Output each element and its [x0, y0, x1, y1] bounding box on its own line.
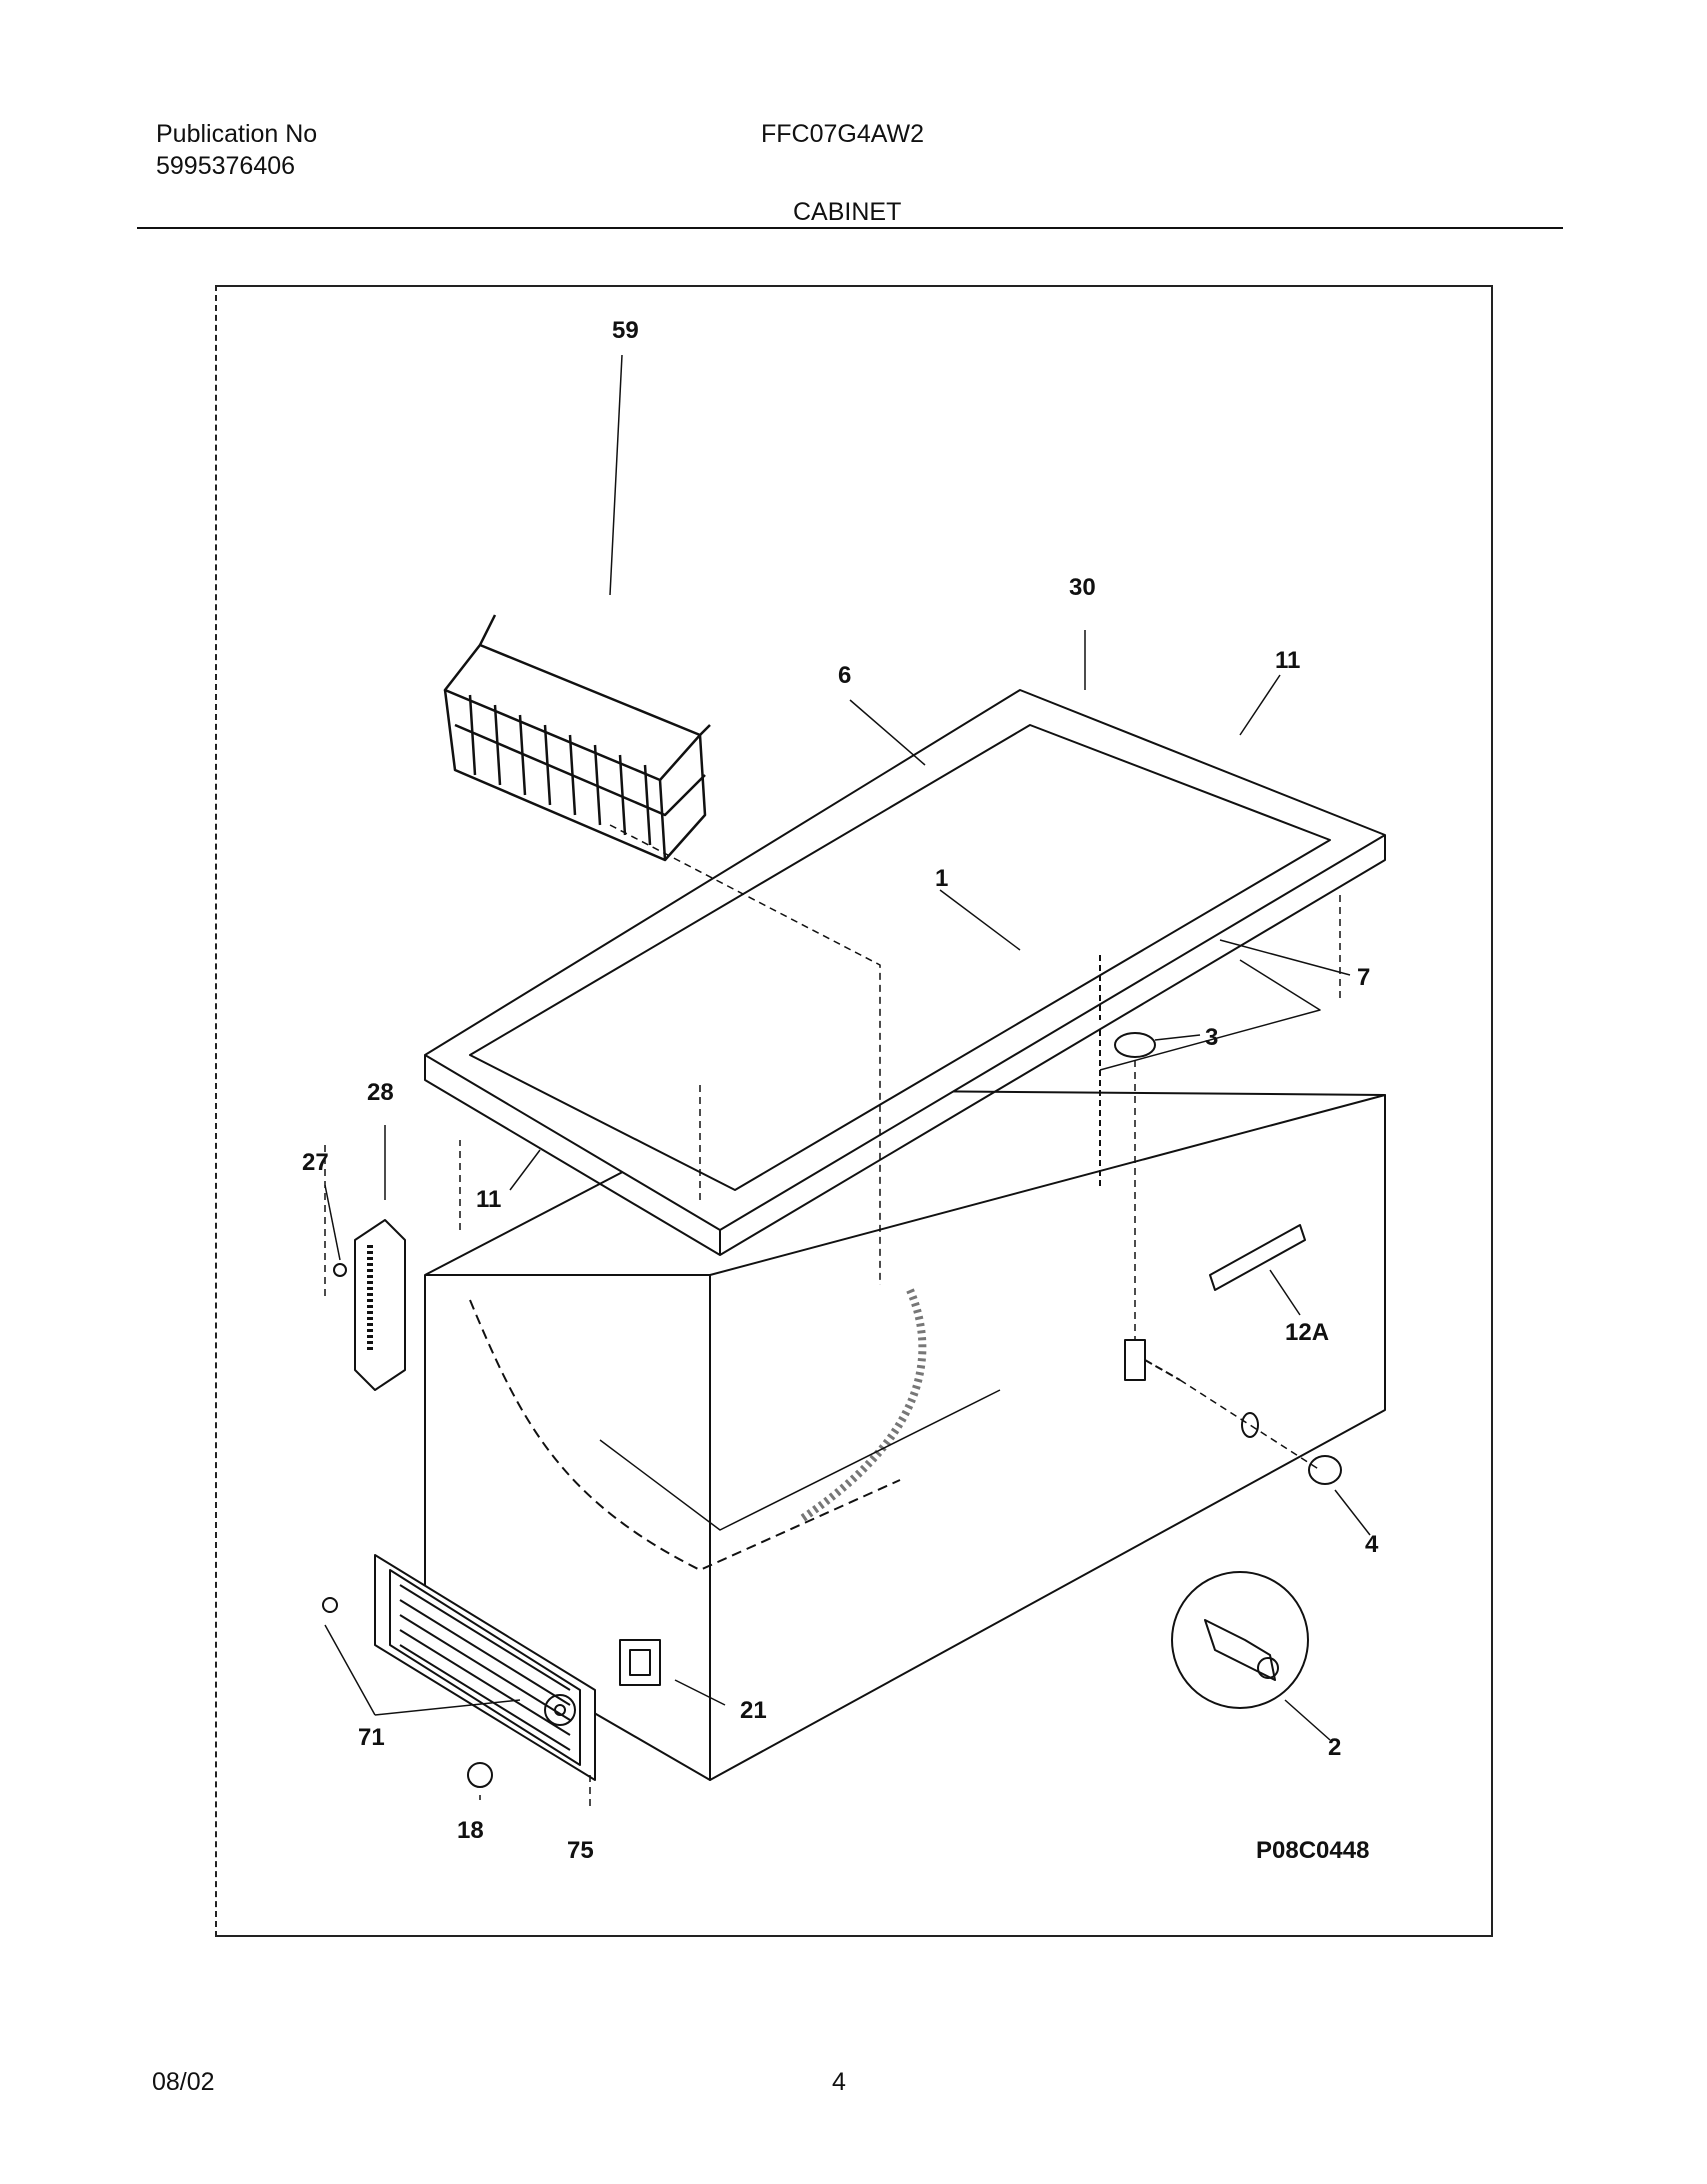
drain-assembly [1114, 1032, 1342, 1485]
callout-59: 59 [612, 317, 639, 344]
callout-11: 11 [476, 1186, 501, 1213]
figure-id: P08C0448 [1256, 1837, 1369, 1864]
leader-lines [324, 824, 1341, 1810]
publication-number: 5995376406 [156, 152, 296, 180]
page-number: 4 [832, 2068, 846, 2096]
callout-6: 6 [838, 662, 851, 689]
lid-gasket-frame [424, 689, 1386, 1256]
switch-part [619, 1639, 661, 1686]
storage-basket [443, 614, 711, 862]
drain-fitting-inset [1171, 1571, 1309, 1709]
callout-3: 3 [1205, 1024, 1218, 1051]
section-title: CABINET [793, 198, 902, 226]
callout-12a: 12A [1285, 1319, 1329, 1346]
callout-28: 28 [367, 1079, 394, 1106]
callout-11: 11 [1275, 647, 1300, 674]
callout-7: 7 [1357, 964, 1370, 991]
grille-panel [322, 1554, 596, 1788]
callout-71: 71 [358, 1724, 385, 1751]
callout-18: 18 [457, 1817, 484, 1844]
callout-75: 75 [567, 1837, 594, 1864]
callout-4: 4 [1365, 1531, 1379, 1558]
hinge-assembly [333, 1219, 406, 1391]
footer-date: 08/02 [152, 2068, 215, 2096]
label-plate [1209, 1224, 1306, 1291]
callout-labels: 59 30 6 11 1 7 3 28 27 11 12A 4 21 2 71 … [302, 317, 1379, 1864]
callout-27: 27 [302, 1149, 329, 1176]
model-number: FFC07G4AW2 [761, 120, 925, 148]
callout-30: 30 [1069, 574, 1096, 601]
diagram-frame [215, 285, 1493, 1937]
callout-21: 21 [740, 1697, 767, 1724]
header-rule [137, 227, 1563, 229]
callout-lines [324, 354, 1371, 1800]
publication-label: Publication No [156, 120, 318, 148]
callout-1: 1 [935, 865, 948, 892]
callout-2: 2 [1328, 1734, 1341, 1761]
cabinet-body [424, 959, 1386, 1781]
